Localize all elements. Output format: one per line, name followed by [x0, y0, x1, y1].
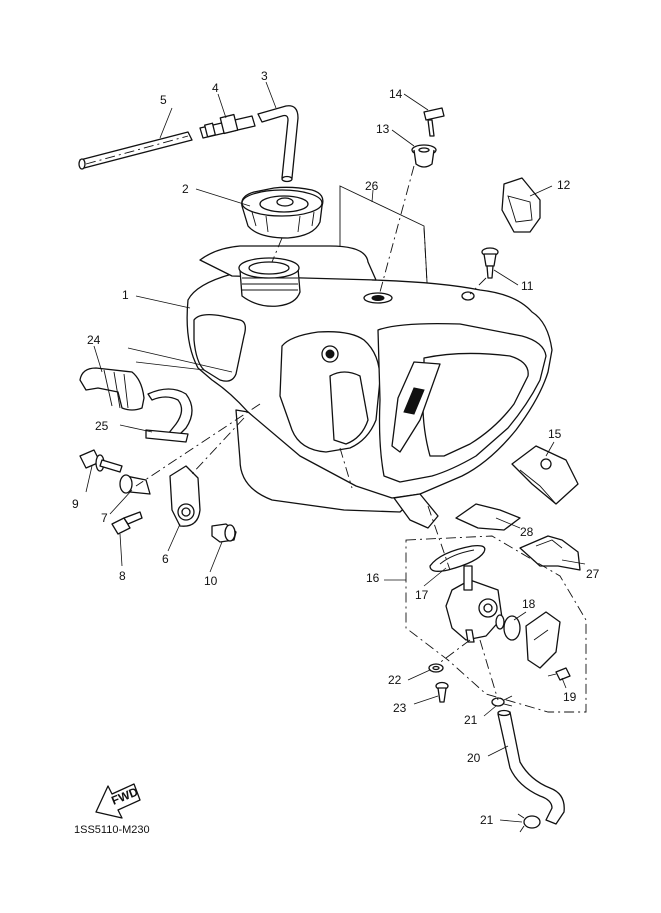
part-4-check-valve — [199, 113, 256, 139]
callout-21-upper: 21 — [464, 713, 478, 727]
callout-25: 25 — [95, 419, 109, 433]
part-7-damper — [119, 474, 151, 495]
part-15-bracket — [511, 445, 579, 505]
callout-15: 15 — [548, 427, 562, 441]
part-9-bolt — [79, 449, 123, 473]
callout-4: 4 — [212, 81, 219, 95]
part-3-bent-hose — [257, 105, 299, 183]
part-23-screw — [435, 681, 449, 703]
fuel-cock-body — [445, 565, 503, 643]
part-16-fuel-cock-assembly — [405, 535, 587, 713]
callout-19: 19 — [563, 690, 577, 704]
callout-13: 13 — [376, 122, 390, 136]
part-19-screw — [547, 667, 571, 681]
fuel-cock-lever — [525, 611, 561, 669]
part-11-bolt — [481, 247, 499, 279]
callout-1: 1 — [122, 288, 129, 302]
leader-lines — [85, 81, 586, 823]
part-12-clip — [501, 177, 541, 233]
callout-6: 6 — [162, 552, 169, 566]
part-6-bracket — [169, 465, 201, 527]
callout-22: 22 — [388, 673, 402, 687]
fwd-arrow: FWD — [95, 783, 141, 819]
callout-28: 28 — [520, 525, 534, 539]
part-1-fuel-tank — [186, 245, 553, 529]
callout-3: 3 — [261, 69, 268, 83]
part-25-band — [145, 388, 193, 443]
callout-2: 2 — [182, 182, 189, 196]
callout-17: 17 — [415, 588, 429, 602]
part-21-clip-lower — [517, 813, 541, 833]
callout-23: 23 — [393, 701, 407, 715]
part-8-bolt — [111, 511, 143, 535]
part-14-screw — [423, 107, 445, 137]
callout-14: 14 — [389, 87, 403, 101]
callout-24: 24 — [87, 333, 101, 347]
callout-27: 27 — [586, 567, 600, 581]
callout-26: 26 — [365, 179, 379, 193]
callout-21-lower: 21 — [480, 813, 494, 827]
callout-11: 11 — [521, 279, 534, 293]
callout-18: 18 — [522, 597, 536, 611]
callout-5: 5 — [160, 93, 167, 107]
part-18-o-ring — [495, 614, 521, 641]
part-21-clip-upper — [491, 695, 513, 707]
part-28-plate — [455, 503, 521, 531]
callout-7: 7 — [101, 511, 108, 525]
callout-12: 12 — [557, 178, 571, 192]
part-22-washer — [428, 663, 444, 673]
callout-10: 10 — [204, 574, 218, 588]
diagram-code: 1SS5110-M230 — [74, 824, 150, 836]
part-13-collar — [411, 144, 437, 168]
callout-numbers: 5 4 3 2 1 14 13 26 12 11 24 25 9 7 8 6 1… — [72, 69, 600, 827]
part-2-fuel-cap — [241, 186, 324, 239]
callout-16: 16 — [366, 571, 380, 585]
part-27-cover — [519, 535, 581, 571]
part-20-fuel-hose — [497, 709, 565, 825]
callout-20: 20 — [467, 751, 481, 765]
part-10-bolt — [211, 523, 237, 543]
callout-9: 9 — [72, 497, 79, 511]
callout-8: 8 — [119, 569, 126, 583]
part-24-damper — [79, 367, 145, 411]
part-5-breather-hose — [78, 131, 193, 170]
part-17-gasket — [429, 544, 486, 572]
